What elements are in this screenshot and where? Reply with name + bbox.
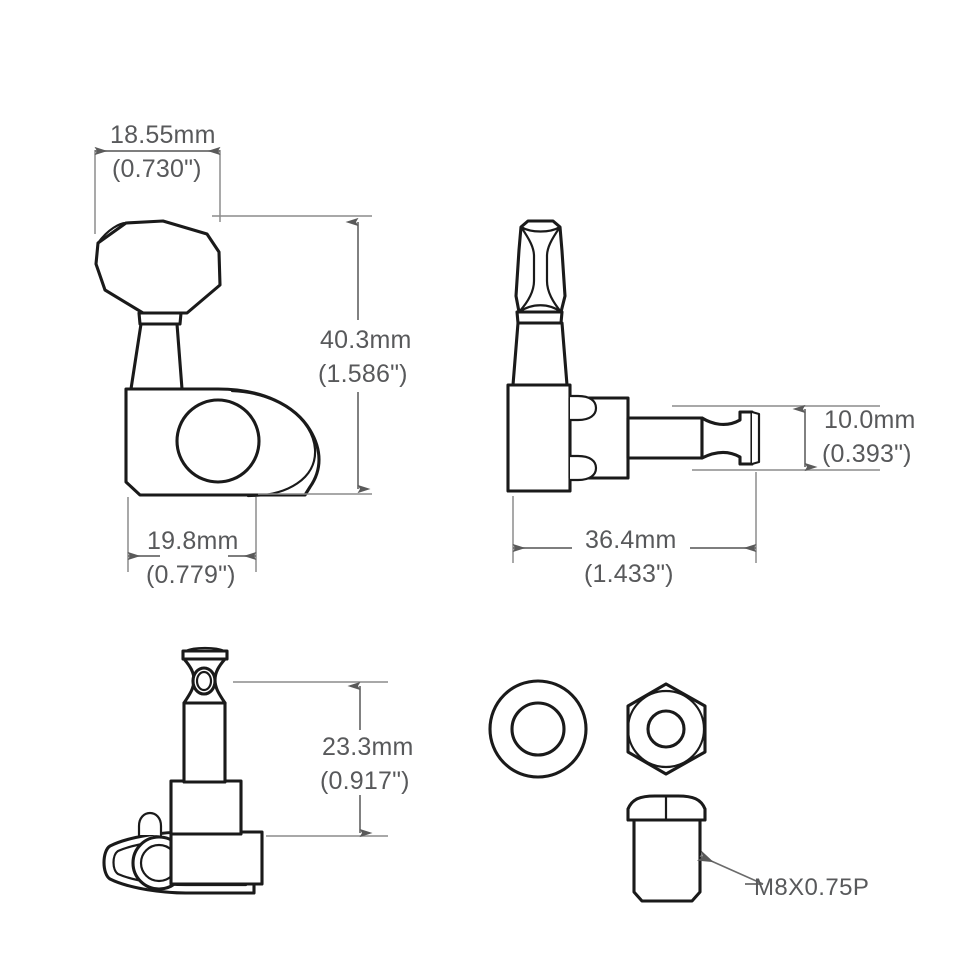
thread-spec-label: M8X0.75P: [754, 874, 869, 901]
dimension-value-mm: 23.3mm: [322, 733, 414, 761]
dimension-value-mm: 10.0mm: [824, 406, 916, 434]
side-view-neck: [511, 321, 569, 387]
top-view-gearbox: [169, 779, 243, 836]
leader-line: [700, 856, 764, 885]
dimension-value-inch: (1.433"): [584, 560, 674, 588]
side-view-post-cap: [750, 410, 761, 466]
top-view: [102, 646, 264, 895]
side-view-button: [514, 219, 567, 314]
dimension-value-mm: 36.4mm: [585, 526, 677, 554]
dimension-value-mm: 19.8mm: [147, 527, 239, 555]
front-view-neck: [129, 322, 184, 391]
top-view-worm-pin: [137, 811, 163, 837]
dimension-overall-depth: 36.4mm (1.433"): [512, 472, 757, 588]
front-view-button-edge: [96, 221, 128, 245]
side-view-post-bulge: [700, 410, 754, 466]
side-view-neck-collar: [515, 310, 564, 325]
dimension-value-mm: 40.3mm: [320, 326, 412, 354]
front-view-button: [94, 219, 222, 315]
side-view-button-top-facet: [519, 225, 562, 233]
top-view-post-cap-top: [184, 646, 226, 653]
side-view: [506, 219, 761, 493]
dimension-value-inch: (0.393"): [822, 440, 912, 468]
dimension-value-inch: (1.586"): [318, 360, 408, 388]
dimension-value-inch: (0.730"): [112, 155, 202, 183]
hex-nut-bore: [646, 709, 686, 749]
front-view: [94, 219, 321, 498]
dimension-post-diameter: 10.0mm (0.393"): [672, 404, 916, 472]
top-view-post-cap: [181, 649, 229, 661]
side-view-pin-lower: [568, 454, 598, 482]
side-view-string-post: [626, 416, 704, 460]
front-view-post-bore: [175, 398, 261, 484]
front-view-neck-collar: [137, 311, 183, 326]
dimension-value-inch: (0.779"): [146, 561, 236, 589]
side-view-pin-upper: [568, 394, 598, 422]
side-view-button-bottom-facet: [517, 304, 563, 314]
annotation-thread-spec: M8X0.75P: [700, 856, 869, 901]
top-view-housing: [169, 830, 264, 886]
side-view-housing: [506, 383, 572, 493]
hardware-view: [488, 679, 707, 903]
front-view-housing-ring: [230, 389, 317, 498]
top-view-post-shaft: [182, 701, 227, 784]
dimension-housing-width: 19.8mm (0.779"): [127, 497, 257, 589]
dimension-overall-height: 40.3mm (1.586"): [212, 215, 412, 495]
dimension-value-mm: 18.55mm: [110, 121, 216, 149]
washer-inner: [510, 701, 566, 757]
top-view-string-hole-inner: [195, 670, 213, 692]
dimension-button-width: 18.55mm (0.730"): [94, 121, 221, 234]
hex-nut-boss: [626, 689, 706, 769]
dimension-value-inch: (0.917"): [320, 767, 410, 795]
side-view-button-facet-right: [545, 225, 563, 314]
side-view-button-facet-left: [517, 225, 536, 314]
threaded-bushing-body: [632, 818, 702, 903]
dimension-post-height: 23.3mm (0.917"): [233, 681, 414, 838]
